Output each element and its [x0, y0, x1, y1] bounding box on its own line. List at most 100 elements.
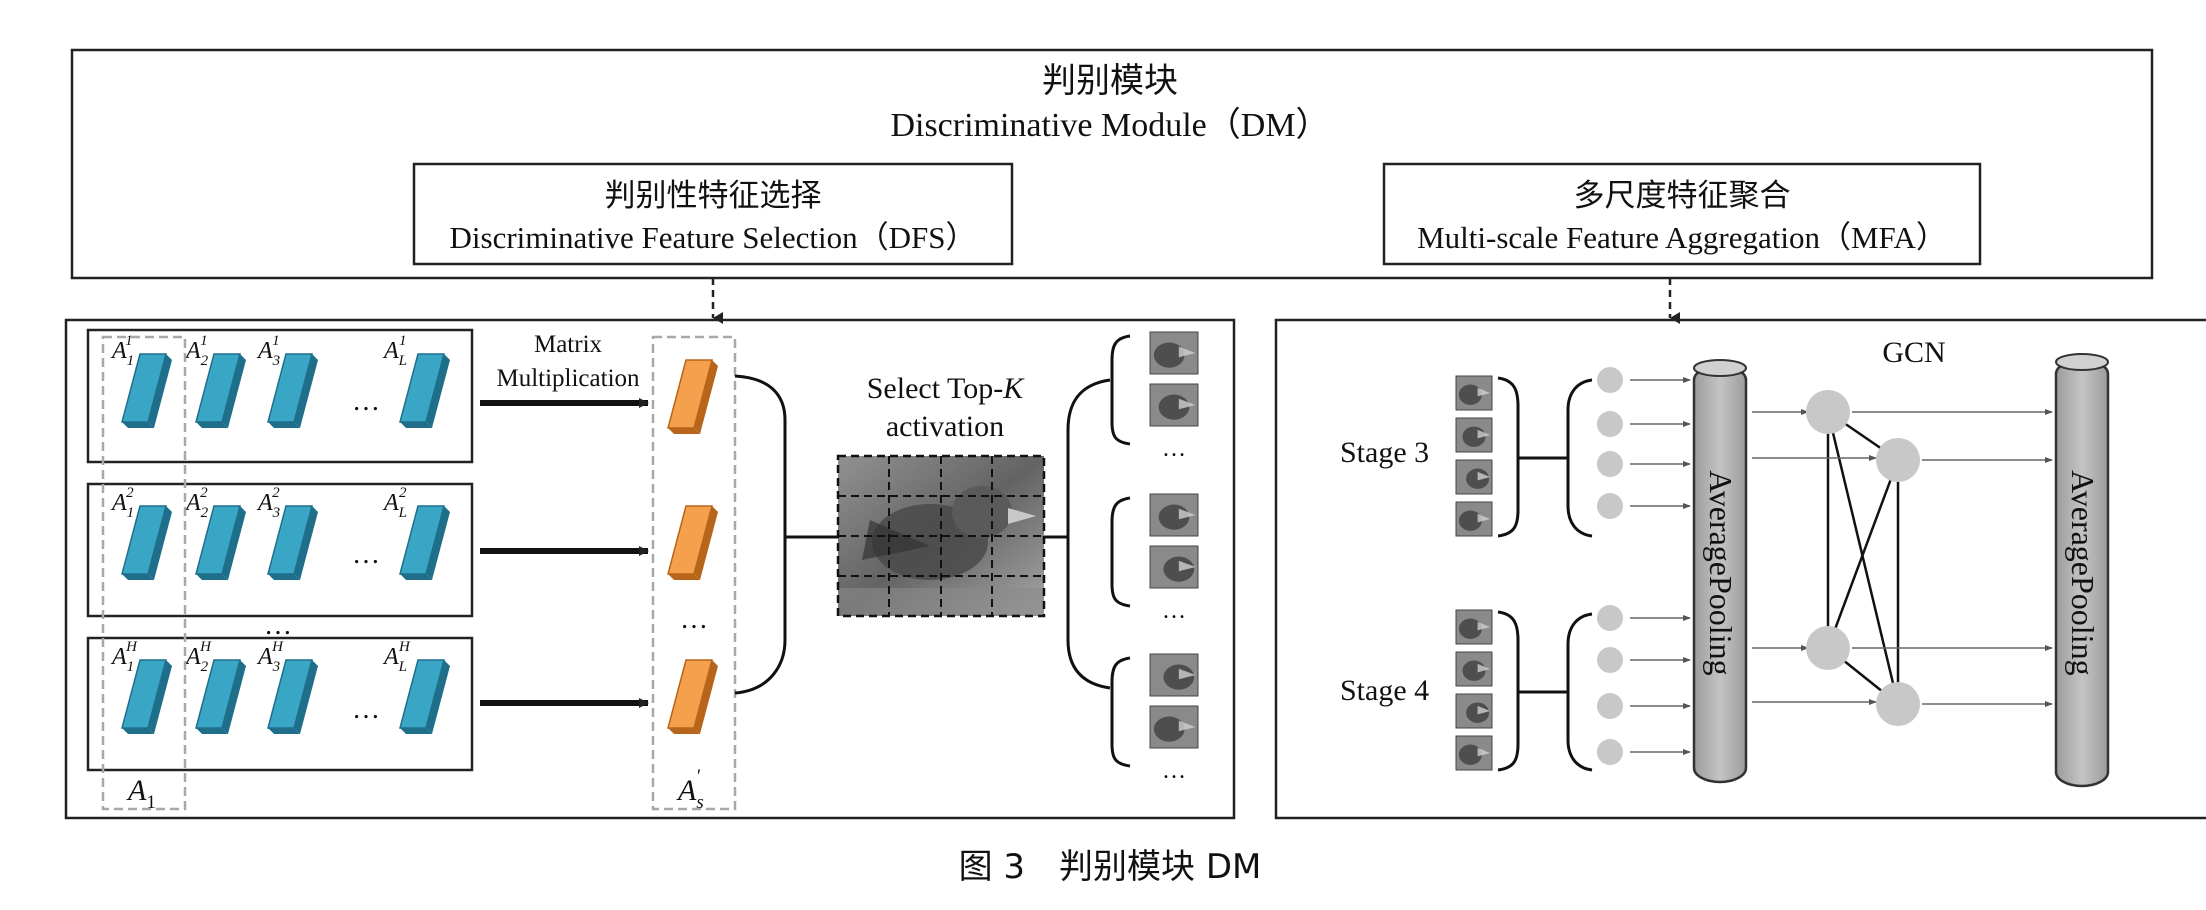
cyan-map-r3-c1-side	[148, 660, 172, 734]
average-pooling-1-label: AveragePooling	[1703, 470, 1739, 676]
average-pooling-2: AveragePooling	[2054, 353, 2110, 788]
map-label-r3-c3: A3H	[256, 639, 284, 675]
gcn-edge-3	[1826, 411, 1900, 705]
stage-node-3	[1597, 451, 1623, 477]
stage4-patch-1-beak	[1477, 621, 1491, 631]
stage3-patch-1	[1455, 375, 1493, 411]
stage-node-7	[1597, 693, 1623, 719]
patch-g3-a-beak	[1178, 668, 1196, 680]
stage-nodes	[1597, 367, 1691, 765]
gcn-graph	[1752, 390, 2053, 726]
split-bracket	[1066, 378, 1111, 690]
map-label-r3-c4: ALH	[382, 639, 411, 675]
group-a1-label: A1	[126, 774, 156, 813]
dm-title-cn: 判别模块	[1042, 62, 1178, 100]
stage3-node-bracket	[1566, 378, 1593, 538]
rows-vertical-ellipsis: …	[264, 610, 292, 641]
stage-node-4	[1597, 493, 1623, 519]
cyan-map-r1-c3-bottom	[268, 422, 300, 428]
stage-patches	[1455, 375, 1593, 772]
stage3-bracket	[1497, 376, 1520, 538]
cyan-map-r3-c4-side	[426, 660, 450, 734]
patch-g2-b-beak	[1178, 560, 1196, 572]
row-1-ellipsis: …	[352, 386, 380, 417]
matrix-label-line2: Multiplication	[496, 365, 640, 392]
map-label-r2-c2: A22	[184, 485, 209, 521]
orange-map-3-bottom	[668, 728, 700, 734]
cyan-map-r3-c4-bottom	[400, 728, 432, 734]
cyan-map-r1-c3-side	[294, 354, 318, 428]
map-label-r2-c4: AL2	[382, 485, 407, 521]
stage3-patch-2	[1455, 417, 1493, 453]
map-label-r1-c2: A21	[184, 333, 209, 369]
mfa-title-en: Multi-scale Feature Aggregation（MFA）	[1417, 220, 1947, 255]
patch-g3-b-beak	[1178, 720, 1196, 732]
map-label-r1-c4: AL1	[382, 333, 407, 369]
feature-row-3-box	[86, 636, 474, 772]
stage3-patch-4-beak	[1477, 513, 1491, 523]
feature-row-2-box	[86, 482, 474, 618]
cyan-map-r2-c3-side	[294, 506, 318, 580]
stage3-label: Stage 3	[1340, 436, 1429, 469]
cyan-map-r2-c2-side	[222, 506, 246, 580]
gcn-label: GCN	[1882, 336, 1945, 369]
map-label-r2-c3: A32	[256, 485, 280, 521]
stage4-node-bracket	[1566, 612, 1593, 772]
stage-node-2	[1597, 411, 1623, 437]
average-pooling-1: AveragePooling	[1692, 359, 1748, 784]
cyan-map-r1-c2-side	[222, 354, 246, 428]
stage-node-5	[1597, 605, 1623, 631]
orange-map-1-side	[694, 360, 718, 434]
merge-bracket	[734, 374, 787, 695]
stage4-patch-1	[1455, 609, 1493, 645]
selected-maps-label: As′	[676, 766, 704, 813]
cyan-map-r1-c4-side	[426, 354, 450, 428]
patch-g1-b-beak	[1178, 398, 1196, 410]
patch-g2-b	[1149, 545, 1199, 589]
patch-g3-b-shape	[1153, 716, 1185, 742]
row-2-ellipsis: …	[352, 539, 380, 570]
orange-map-2-side	[694, 506, 718, 580]
dfs-title-en: Discriminative Feature Selection（DFS）	[450, 220, 977, 255]
stage-node-8	[1597, 739, 1623, 765]
stage4-patch-4	[1455, 735, 1493, 771]
stage3-patch-4-shape	[1458, 510, 1482, 531]
map-label-r3-c1: A1H	[110, 639, 138, 675]
matrix-label-line1: Matrix	[534, 331, 603, 358]
patch-g2-a	[1149, 493, 1199, 537]
stage-node-1	[1597, 367, 1623, 393]
cyan-map-r2-c1-side	[148, 506, 172, 580]
stage3-patch-2-beak	[1477, 429, 1491, 439]
orange-map-2-bottom	[668, 574, 700, 580]
patch-g1-ellipsis: …	[1162, 436, 1186, 462]
stage3-patch-3	[1455, 459, 1493, 495]
patch-g3-b	[1149, 705, 1199, 749]
activation-label: activation	[886, 410, 1004, 443]
cyan-map-r3-c3-side	[294, 660, 318, 734]
orange-map-1-bottom	[668, 428, 700, 434]
patch-g3-a	[1149, 653, 1199, 697]
patch-g3-ellipsis: …	[1162, 758, 1186, 784]
map-label-r1-c3: A31	[256, 333, 280, 369]
cyan-map-r3-c3-bottom	[268, 728, 300, 734]
cyan-map-r1-c1-side	[148, 354, 172, 428]
stage3-patch-3-beak	[1477, 471, 1491, 481]
cyan-map-r2-c4-side	[426, 506, 450, 580]
stage4-patch-2	[1455, 651, 1493, 687]
stage4-label: Stage 4	[1340, 674, 1429, 707]
patch-g1-b	[1149, 383, 1199, 427]
dfs-title-cn: 判别性特征选择	[605, 178, 822, 213]
stage4-patch-2-beak	[1477, 663, 1491, 673]
stage3-patch-1-shape	[1458, 384, 1482, 405]
selected-patches: ………	[1110, 331, 1199, 784]
map-label-r3-c2: A2H	[184, 639, 212, 675]
map-label-r1-c1: A11	[110, 333, 133, 369]
cyan-map-r2-c4-bottom	[400, 574, 432, 580]
mfa-box	[1382, 162, 1982, 266]
dm-outer-box	[70, 48, 2154, 280]
cyan-map-r1-c1-bottom	[122, 422, 154, 428]
orange-map-3-side	[694, 660, 718, 734]
gcn-node-3	[1806, 626, 1850, 670]
cyan-map-r1-c2-bottom	[196, 422, 228, 428]
